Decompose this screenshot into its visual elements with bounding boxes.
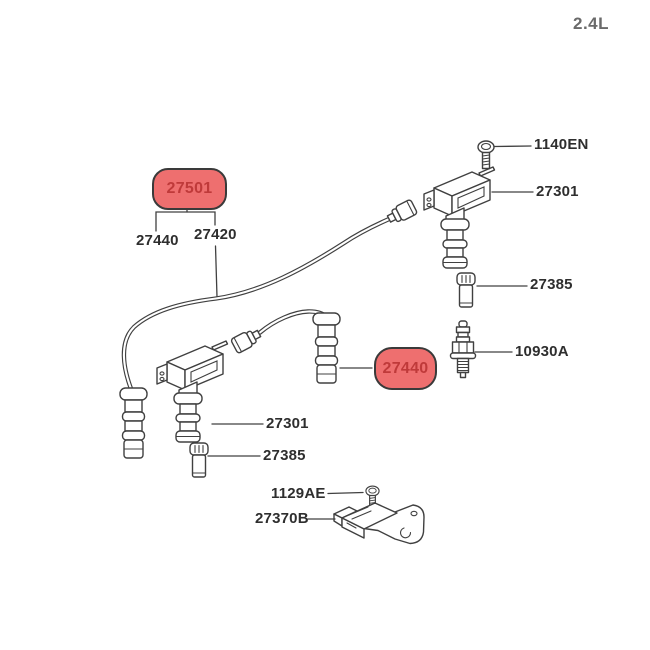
part-label-27385-right: 27385 — [530, 276, 573, 293]
spark-plug-boot-mid — [312, 312, 341, 384]
leader-lines — [207, 145, 534, 520]
highlighted-part-27440[interactable]: 27440 — [374, 347, 437, 390]
engine-size-label: 2.4L — [573, 14, 610, 33]
highlighted-part-27501[interactable]: 27501 — [152, 168, 227, 210]
highlighted-part-label: 27440 — [382, 359, 429, 377]
part-label-27420: 27420 — [194, 226, 237, 243]
part-label-27301-right: 27301 — [536, 183, 579, 200]
spark-plug — [449, 320, 477, 379]
coil-bolt — [477, 140, 495, 170]
camshaft-position-sensor — [333, 502, 425, 545]
coil-insulator-right — [456, 272, 476, 308]
coil-insulator-mid — [189, 442, 209, 478]
part-label-27385-mid: 27385 — [263, 447, 306, 464]
part-label-27370b: 27370B — [255, 510, 309, 527]
part-label-27301-mid: 27301 — [266, 415, 309, 432]
part-label-1129ae: 1129AE — [271, 485, 326, 502]
part-label-1140en: 1140EN — [534, 136, 589, 153]
ignition-coil-mid — [156, 340, 229, 443]
spark-plug-wire-long — [121, 198, 419, 393]
wire-end-connector — [229, 325, 264, 355]
wire-end-connector — [384, 198, 419, 227]
part-label-27440: 27440 — [136, 232, 179, 249]
ignition-coil-right — [423, 166, 496, 269]
highlighted-part-label: 27501 — [166, 180, 213, 197]
part-label-10930a: 10930A — [515, 343, 569, 360]
label-bracket-27501 — [155, 205, 218, 298]
spark-plug-boot-left — [119, 387, 148, 459]
